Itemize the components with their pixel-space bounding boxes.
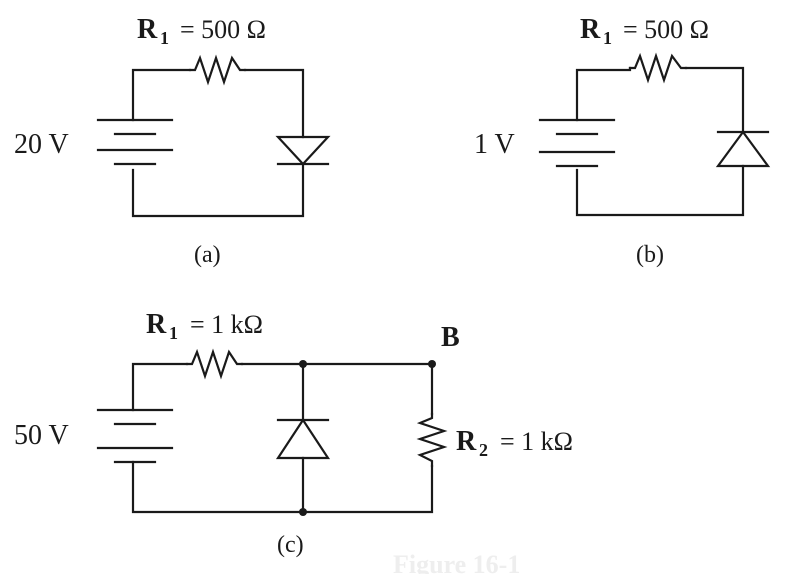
figure-caption: Figure 16-1 <box>393 550 520 574</box>
circuit-b-wires <box>575 66 745 217</box>
circuit-a-r1-subscript: 1 <box>160 28 169 48</box>
circuit-c-r2-name: R <box>456 426 477 457</box>
circuit-a-diode <box>275 135 331 166</box>
circuit-a-battery <box>96 118 174 166</box>
circuit-b-resistor-r1 <box>628 52 688 84</box>
circuit-c-junction-top <box>299 360 307 368</box>
circuit-c: R 1 = 1 kΩ B R 2 = 1 kΩ 50 V (c) <box>14 309 573 558</box>
circuit-c-caption: (c) <box>277 532 304 558</box>
circuit-b-caption: (b) <box>636 242 664 268</box>
circuit-b-r1-value: = 500 Ω <box>623 15 709 44</box>
circuit-c-node-b-dot <box>428 360 436 368</box>
circuit-b-source-voltage: 1 V <box>474 129 515 160</box>
circuit-c-wires <box>131 362 434 514</box>
circuit-c-resistor-r2 <box>416 412 448 468</box>
circuit-b: R 1 = 500 Ω 1 V (b) <box>474 14 771 268</box>
circuit-c-r1-value: = 1 kΩ <box>190 310 263 339</box>
circuit-a: R 1 = 500 Ω 20 V (a) <box>14 14 331 268</box>
circuit-b-battery <box>538 118 616 168</box>
circuit-c-r1-subscript: 1 <box>169 323 178 343</box>
circuit-a-r1-name: R <box>137 14 158 45</box>
circuit-c-r2-value: = 1 kΩ <box>500 427 573 456</box>
circuit-c-resistor-r1 <box>185 348 244 380</box>
circuit-a-caption: (a) <box>194 242 221 268</box>
circuit-a-source-voltage: 20 V <box>14 129 69 160</box>
circuit-a-wires <box>131 68 305 218</box>
circuit-b-diode <box>715 130 771 168</box>
circuit-c-r2-subscript: 2 <box>479 440 488 460</box>
circuit-c-r1-name: R <box>146 309 167 340</box>
circuit-c-node-label: B <box>441 322 460 353</box>
circuit-a-resistor-r1 <box>188 54 247 86</box>
circuit-b-r1-name: R <box>580 14 601 45</box>
circuit-c-battery <box>96 408 174 464</box>
circuit-c-source-voltage: 50 V <box>14 420 69 451</box>
circuit-b-r1-subscript: 1 <box>603 28 612 48</box>
circuit-c-diode <box>275 417 331 460</box>
circuit-a-r1-value: = 500 Ω <box>180 15 266 44</box>
circuit-c-junction-bottom <box>299 508 307 516</box>
